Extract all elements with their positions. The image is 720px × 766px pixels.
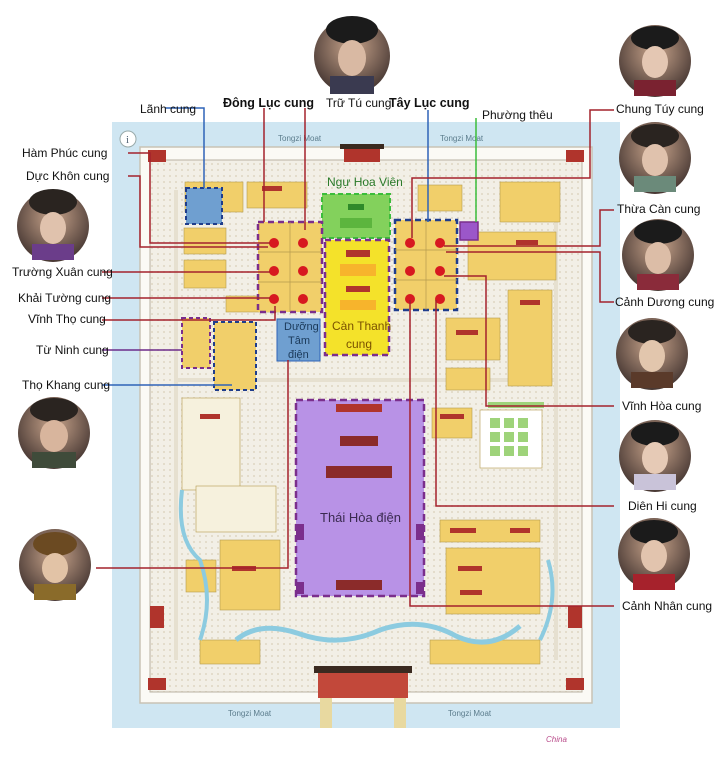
- label-vinh-tho-cung: Vĩnh Thọ cung: [28, 312, 106, 326]
- meridian-gate: [314, 666, 412, 728]
- dot-marker-icon: [269, 238, 445, 304]
- portrait-right-5: [619, 420, 691, 492]
- portrait-icon: [17, 16, 694, 601]
- inner-golden-water: [234, 621, 522, 645]
- west-six-palaces[interactable]: [256, 220, 324, 314]
- west-water: [178, 489, 209, 641]
- portrait-right-2: [619, 122, 691, 194]
- portrait-right-1: [619, 25, 691, 97]
- moat-label-bottom-left: Tongzi Moat: [228, 709, 272, 718]
- portrait-right-4: [616, 318, 688, 390]
- east-water: [538, 559, 555, 641]
- right-labels: Tây Lục cung Phường thêu Chung Túy cung …: [389, 96, 714, 613]
- portrait-top-center: [314, 16, 390, 94]
- garden-zone[interactable]: [321, 193, 391, 239]
- label-chung-tuy-cung: Chung Túy cung: [616, 102, 704, 116]
- tu-ninh-zone[interactable]: [181, 317, 211, 369]
- label-tru-tu-cung: Trữ Tú cung: [326, 96, 391, 110]
- label-duc-khon-cung: Dực Khôn cung: [26, 169, 109, 183]
- label-canh-nhan-cung: Cảnh Nhân cung: [622, 599, 712, 613]
- can-thanh-label-1: Càn Thanh: [332, 319, 391, 333]
- label-tho-khang-cung: Thọ Khang cung: [22, 378, 110, 392]
- label-phuong-theu: Phường thêu: [482, 108, 553, 122]
- label-tay-luc-cung: Tây Lục cung: [389, 96, 470, 110]
- corner-turrets: [148, 150, 584, 690]
- portrait-left-2: [18, 397, 90, 469]
- portrait-left-3: [19, 529, 91, 601]
- watermark-logo: China: [546, 735, 567, 744]
- east-green-courtyard: [488, 402, 544, 456]
- north-gate: [340, 144, 384, 162]
- can-thanh-zone[interactable]: [323, 238, 391, 357]
- label-tu-ninh-cung: Từ Ninh cung: [36, 343, 109, 357]
- portrait-right-3: [622, 219, 694, 291]
- label-thua-can-cung: Thừa Càn cung: [617, 202, 700, 216]
- label-dien-hi-cung: Diên Hi cung: [628, 499, 697, 513]
- duong-tam-label-3: điện: [288, 349, 309, 361]
- phuong-theu-zone[interactable]: [459, 221, 479, 241]
- leader-lines: [96, 107, 614, 607]
- label-dong-luc-cung: Đông Lục cung: [223, 96, 314, 110]
- east-six-palaces[interactable]: [393, 218, 459, 312]
- duong-tam-label-2: Tâm: [288, 335, 310, 347]
- left-labels: Lãnh cung Đông Lục cung Trữ Tú cung Hàm …: [12, 96, 391, 392]
- label-ham-phuc-cung: Hàm Phúc cung: [22, 146, 107, 160]
- portrait-right-6: [618, 518, 690, 590]
- label-truong-xuan-cung: Trường Xuân cung: [12, 265, 113, 279]
- portrait-left-1: [17, 189, 89, 262]
- svg-text:i: i: [126, 134, 129, 146]
- moat-label-bottom-right: Tongzi Moat: [448, 709, 492, 718]
- moat-label-top-right: Tongzi Moat: [440, 134, 484, 143]
- info-icon[interactable]: i: [119, 130, 137, 148]
- tho-khang-zone[interactable]: [213, 321, 257, 391]
- duong-tam-zone[interactable]: [276, 318, 321, 362]
- thai-hoa-label: Thái Hòa điện: [320, 510, 401, 525]
- label-lanh-cung: Lãnh cung: [140, 102, 196, 116]
- can-thanh-label-2: cung: [346, 337, 372, 351]
- moat-label-top-left: Tongzi Moat: [278, 134, 322, 143]
- duong-tam-label-1: Dưỡng: [284, 321, 319, 333]
- label-khai-tuong-cung: Khải Tường cung: [18, 291, 111, 305]
- garden-label: Ngự Hoa Viên: [327, 175, 403, 189]
- label-vinh-hoa-cung: Vĩnh Hòa cung: [622, 399, 701, 413]
- lanh-cung-zone[interactable]: [185, 187, 223, 225]
- thai-hoa-zone[interactable]: [294, 398, 426, 598]
- label-canh-duong-cung: Cảnh Dương cung: [615, 295, 714, 309]
